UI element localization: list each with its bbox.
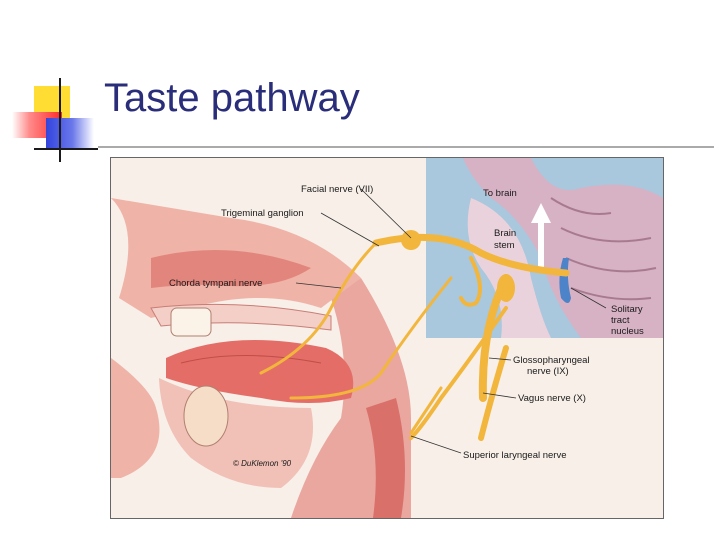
pharynx (366, 398, 405, 518)
label-facial-nerve: Facial nerve (VII) (301, 184, 373, 195)
taste-pathway-illustration: Facial nerve (VII) Trigeminal ganglion C… (110, 157, 664, 519)
leader-lines (295, 188, 607, 454)
anatomy-drawing: Facial nerve (VII) Trigeminal ganglion C… (111, 158, 663, 518)
lower-jaw-bone (183, 385, 229, 447)
nerve-ganglion (497, 274, 515, 302)
leader-chorda (295, 282, 342, 289)
to-brain-arrow (531, 203, 551, 268)
vagus-trunk (478, 345, 509, 441)
cerebellum (463, 158, 663, 338)
label-chorda-tympani: Chorda tympani nerve (169, 278, 262, 289)
label-nucleus: nucleus (611, 326, 644, 337)
leader-glosso (488, 357, 512, 361)
chin (111, 358, 160, 478)
glossopharyngeal-branch (289, 276, 453, 400)
leader-facial (360, 188, 412, 239)
upper-teeth (170, 307, 212, 337)
trigeminal-ganglion-node (401, 230, 421, 250)
cerebellum-folds (550, 197, 657, 301)
leader-trigeminal (320, 212, 380, 247)
label-tract: tract (611, 315, 630, 326)
leader-solitary (570, 287, 607, 309)
label-glossopharyngeal-nerve: nerve (IX) (527, 366, 569, 377)
slide-title: Taste pathway (104, 76, 360, 120)
title-underline (98, 146, 714, 148)
superior-laryngeal-path (409, 386, 443, 435)
label-brain: Brain (494, 228, 516, 239)
label-glossopharyngeal: Glossopharyngeal (513, 355, 590, 366)
label-to-brain: To brain (483, 188, 517, 199)
vagus-branch (409, 306, 508, 440)
decor-blue-square (46, 118, 94, 148)
chorda-tympani-path (259, 241, 378, 375)
nasal-cavity (151, 250, 311, 288)
leader-vagus (482, 392, 517, 399)
label-trigeminal-ganglion: Trigeminal ganglion (221, 208, 304, 219)
brain-stem (467, 198, 551, 338)
ganglion-loop (459, 256, 482, 307)
leader-superior-laryngeal (410, 435, 462, 454)
label-superior-laryngeal: Superior laryngeal nerve (463, 450, 567, 461)
decor-vertical-line (59, 78, 61, 162)
label-vagus-nerve: Vagus nerve (X) (518, 393, 586, 404)
label-stem: stem (494, 240, 515, 251)
label-solitary: Solitary (611, 304, 643, 315)
decor-horizontal-line (34, 148, 98, 150)
tongue-surface (180, 355, 322, 364)
copyright-text: © DuKlemon '90 (233, 459, 292, 468)
